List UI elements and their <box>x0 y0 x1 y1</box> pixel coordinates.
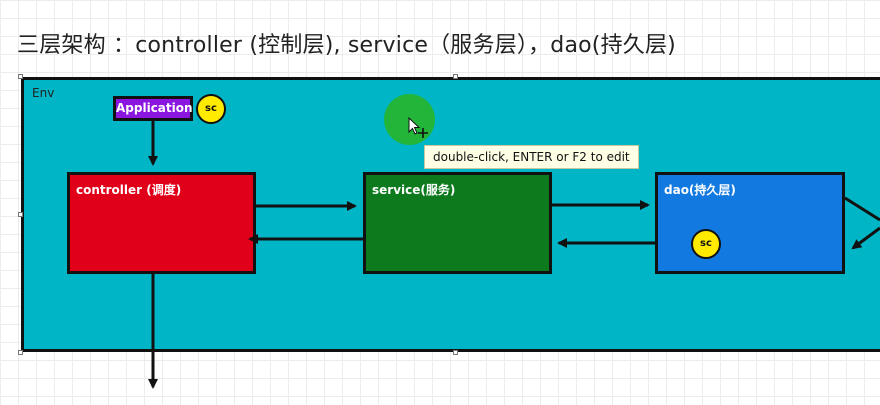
resize-handle-bottom-middle[interactable] <box>453 350 458 355</box>
dao-node[interactable]: dao(持久层) <box>655 172 845 274</box>
application-node[interactable]: Application <box>113 96 193 121</box>
edit-tooltip: double-click, ENTER or F2 to edit <box>424 145 639 169</box>
controller-label: controller (调度) <box>76 183 182 197</box>
resize-handle-bottom-left[interactable] <box>18 350 23 355</box>
move-cursor-icon <box>408 117 428 138</box>
arrow-dao-in-bottom <box>851 226 880 250</box>
service-label: service(服务) <box>372 183 456 197</box>
resize-handle-top-left[interactable] <box>18 74 23 79</box>
dao-sc-badge[interactable]: sc <box>691 229 721 259</box>
service-node[interactable]: service(服务) <box>363 172 552 274</box>
resize-handle-top-middle[interactable] <box>453 74 458 79</box>
resize-handle-middle-left[interactable] <box>18 212 23 217</box>
application-sc-badge[interactable]: sc <box>196 94 226 124</box>
dao-label: dao(持久层) <box>664 183 736 197</box>
env-label: Env <box>32 86 55 100</box>
connector-dao-out-top <box>844 196 880 222</box>
controller-node[interactable]: controller (调度) <box>67 172 256 274</box>
page-title: 三层架构 ：controller (控制层), service（服务层），dao… <box>17 33 676 58</box>
